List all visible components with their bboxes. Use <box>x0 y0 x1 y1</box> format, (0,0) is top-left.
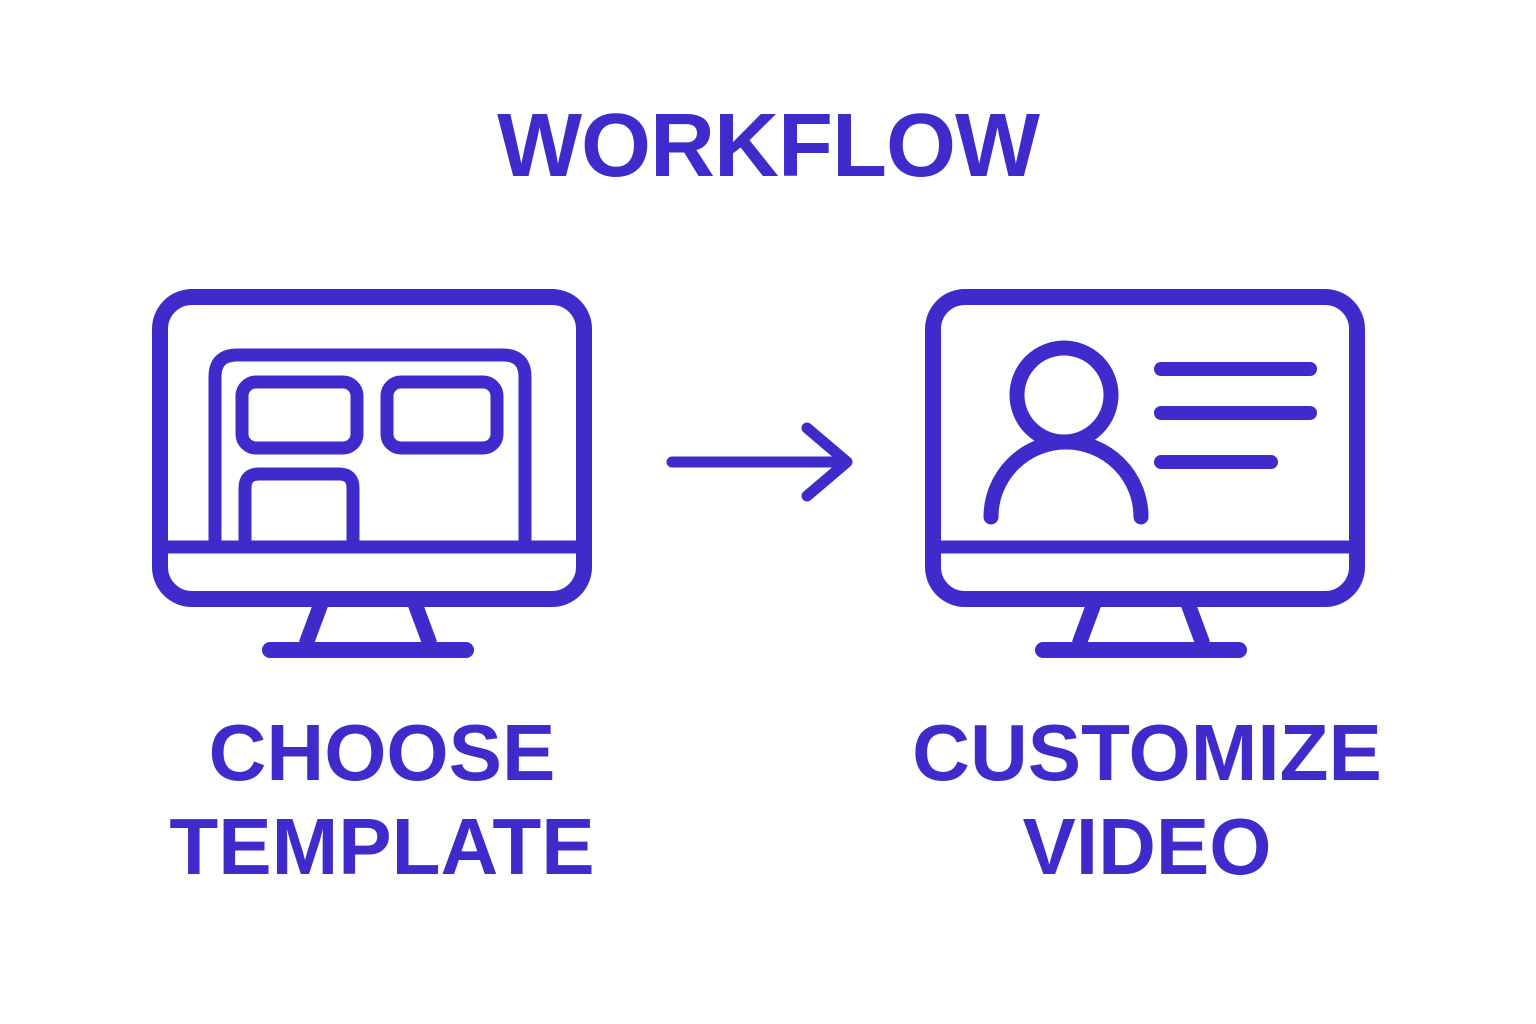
step-label-line: TEMPLATE <box>169 802 595 891</box>
step-label-line: CUSTOMIZE <box>912 708 1382 797</box>
step-label-line: CHOOSE <box>208 708 556 797</box>
user-avatar-icon <box>983 340 1149 525</box>
template-block-top-right <box>380 375 504 455</box>
monitor-stand <box>1035 598 1247 658</box>
template-block-bottom-left <box>238 467 360 547</box>
template-block-top-left <box>235 375 364 455</box>
monitor-frame <box>152 289 592 607</box>
step-label-line: VIDEO <box>1022 802 1272 891</box>
monitor-frame <box>925 289 1365 607</box>
monitor-stand <box>262 598 474 658</box>
step-label-choose-template: CHOOSE TEMPLATE <box>132 706 632 894</box>
arrow-right-icon <box>665 420 857 504</box>
monitor-with-template-layout-icon <box>152 289 600 669</box>
diagram-title: WORKFLOW <box>497 96 1040 196</box>
step-label-customize-video: CUSTOMIZE VIDEO <box>887 706 1407 894</box>
browser-window <box>208 348 532 547</box>
monitor-with-user-profile-icon <box>925 289 1373 669</box>
